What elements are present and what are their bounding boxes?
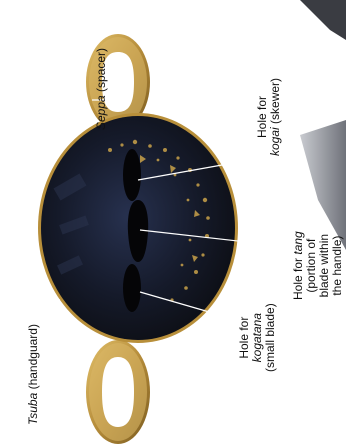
label-seppa: Seppa (spacer) (95, 48, 108, 130)
blade-shape (300, 0, 346, 40)
seppa-desc: (spacer) (94, 48, 108, 95)
tang-line4: the handle) (331, 231, 344, 300)
kogatana-line3: (small blade) (264, 303, 277, 372)
kogai-term: kogai (268, 127, 282, 156)
kogatana-term: kogatana (250, 313, 264, 362)
tsuba-guard (38, 113, 238, 343)
label-tang: Hole for tang (portion of blade within t… (292, 231, 344, 300)
kogai-hole (123, 149, 141, 201)
label-tsuba: Tsuba (handguard) (27, 324, 40, 425)
kogai-desc: (skewer) (268, 78, 282, 127)
kogatana-hole (123, 264, 141, 312)
seppa-term: Seppa (94, 95, 108, 130)
label-kogatana: Hole for kogatana (small blade) (238, 303, 277, 372)
tsuba-desc: (handguard) (26, 324, 40, 393)
label-kogai: Hole for kogai (skewer) (256, 78, 282, 156)
tang-line1-prefix: Hole for (291, 255, 305, 300)
tsuba-term: Tsuba (26, 393, 40, 425)
tang-term: tang (291, 231, 305, 254)
seppa-bottom (86, 340, 150, 444)
